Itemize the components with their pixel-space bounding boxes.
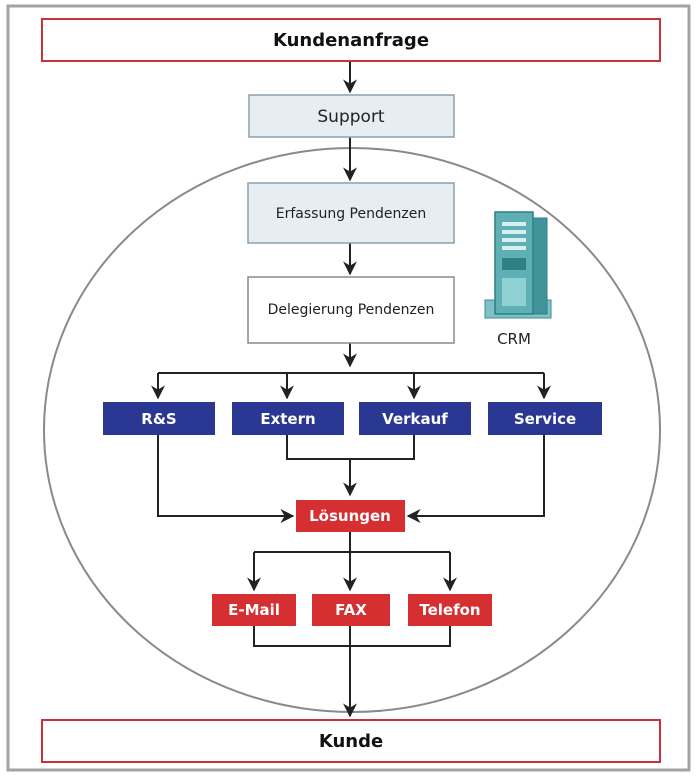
service-label: Service <box>514 410 576 428</box>
kundenanfrage-box <box>41 18 661 62</box>
erfassung-label: Erfassung Pendenzen <box>276 206 426 222</box>
delegierung-label: Delegierung Pendenzen <box>268 302 435 318</box>
loesungen-box <box>296 500 405 532</box>
verkauf-box <box>359 402 471 435</box>
rs-label: R&S <box>141 410 176 428</box>
email-label: E-Mail <box>228 601 280 619</box>
loesungen-label: Lösungen <box>309 507 391 525</box>
rs-box <box>103 402 215 435</box>
fax-label: FAX <box>335 601 367 619</box>
extern-label: Extern <box>260 410 315 428</box>
delegierung-box <box>247 276 455 344</box>
connector <box>406 435 545 523</box>
verkauf-label: Verkauf <box>382 410 448 428</box>
service-box <box>488 402 602 435</box>
connector <box>253 626 451 647</box>
kundenanfrage-label: Kundenanfrage <box>273 30 429 51</box>
kunde-box <box>41 719 661 763</box>
erfassung-box <box>247 182 455 244</box>
support-box <box>248 94 455 138</box>
telefon-box <box>408 594 492 626</box>
connector <box>157 435 295 523</box>
fax-box <box>312 594 390 626</box>
telefon-label: Telefon <box>419 601 480 619</box>
extern-box <box>232 402 344 435</box>
server-icon <box>484 211 552 319</box>
crm-label: CRM <box>497 330 531 348</box>
support-label: Support <box>317 107 385 127</box>
kunde-label: Kunde <box>319 731 383 752</box>
email-box <box>212 594 296 626</box>
